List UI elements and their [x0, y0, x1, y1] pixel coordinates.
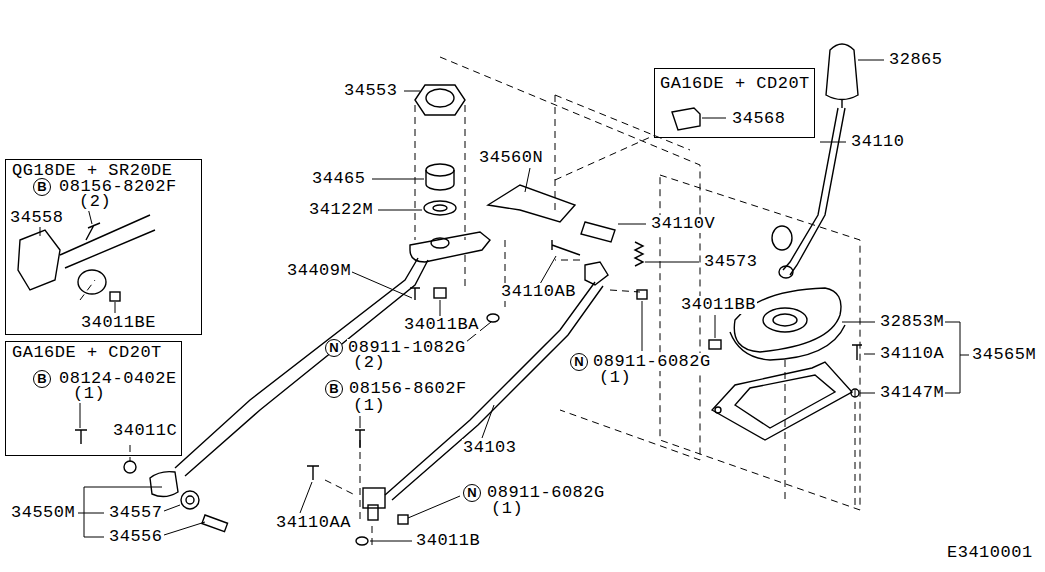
callout-number: 08156-8202F — [58, 178, 178, 196]
callout-number: 34110AB — [500, 283, 577, 301]
callout-number: 08156-8602F — [348, 380, 468, 398]
circled-letter: N — [463, 484, 481, 502]
callout-number: 34553 — [343, 82, 399, 100]
circled-letter: B — [33, 178, 51, 196]
callout-number: 34465 — [311, 170, 367, 188]
callout-number: (1) — [490, 500, 524, 518]
callout-number: 34011BE — [80, 314, 157, 332]
callout-number: 34550M — [10, 504, 76, 522]
callout-number: 34110 — [850, 133, 906, 151]
callout-number: 34110AA — [275, 514, 352, 532]
callout-number: 34560N — [478, 149, 544, 167]
circled-letter: B — [325, 380, 343, 398]
callout-number: 34122M — [308, 201, 374, 219]
callout-number: (1) — [72, 385, 106, 403]
callout-number: 34110V — [650, 215, 716, 233]
callout-number: E3410001 — [946, 544, 1034, 562]
variant-heading: GA16DE + CD20T — [659, 75, 811, 93]
callout-number: 34409M — [286, 262, 352, 280]
circled-letter: N — [325, 339, 343, 357]
callout-number: (2) — [78, 193, 112, 211]
callout-number: 34556 — [108, 528, 164, 546]
circled-letter: B — [33, 370, 51, 388]
variant-box: GA16DE + CD20TB08124-0402E(1)34011C — [5, 341, 182, 456]
callout-number: 32865 — [888, 51, 944, 69]
callout-number: 34558 — [9, 209, 65, 227]
variant-box: QG18DE + SR20DEB08156-8202F(2)3455834011… — [5, 159, 202, 335]
callout-number: 34011B — [415, 532, 481, 550]
callout-number: (2) — [352, 354, 386, 372]
callout-number: 34557 — [108, 504, 164, 522]
callout-number: 34011C — [112, 422, 178, 440]
callout-number: 34011BA — [403, 316, 480, 334]
callout-number: 34147M — [879, 384, 945, 402]
callout-number: (1) — [598, 369, 632, 387]
variant-heading: GA16DE + CD20T — [11, 344, 163, 362]
callout-number: 34103 — [462, 439, 518, 457]
callout-number: 34011BB — [680, 296, 757, 314]
callout-number: 34110A — [879, 345, 945, 363]
callout-number: (1) — [352, 397, 386, 415]
callout-number: 34568 — [731, 110, 787, 128]
callout-number: 32853M — [879, 313, 945, 331]
variant-box: GA16DE + CD20T 34568 — [654, 68, 815, 138]
callout-number: 34565M — [971, 346, 1037, 364]
circled-letter: N — [570, 353, 588, 371]
callout-number: 34573 — [703, 253, 759, 271]
